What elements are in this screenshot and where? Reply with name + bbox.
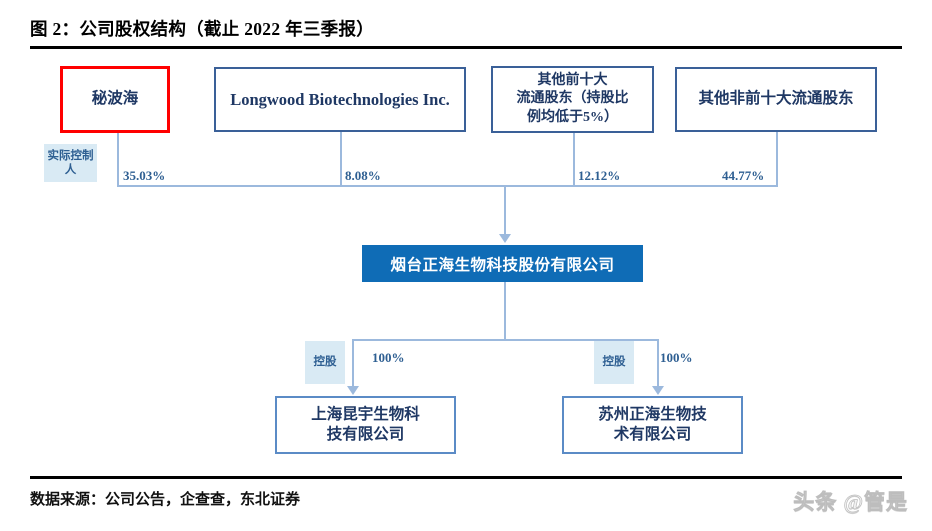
tag-holding-right-label: 控股 xyxy=(602,356,626,369)
subsidiary-left-label: 上海昆宇生物科 技有限公司 xyxy=(305,405,426,446)
subsidiary-right-line2: 术有限公司 xyxy=(613,426,692,443)
shareholder-box-owner: 秘波海 xyxy=(60,66,170,133)
shareholder-other-label: 其他非前十大流通股东 xyxy=(698,90,854,108)
arrow-down-icon-company xyxy=(499,234,511,243)
percent-other: 44.77% xyxy=(722,168,765,183)
percent-top10: 12.12% xyxy=(578,168,621,183)
shareholder-box-top10: 其他前十大 流通股东（持股比 例均低于5%） xyxy=(491,66,654,133)
connector-other-drop xyxy=(776,132,778,186)
figure-title: 图 2：公司股权结构（截止 2022 年三季报） xyxy=(30,19,375,39)
subsidiary-right-label: 苏州正海生物技 术有限公司 xyxy=(592,405,713,446)
connector-subsidiary-left-drop xyxy=(352,339,354,387)
top10-line1: 其他前十大 xyxy=(537,72,608,88)
tag-holding-left-label: 控股 xyxy=(313,356,337,369)
arrow-down-icon-subsidiary-right xyxy=(652,386,664,395)
connector-bus-to-company xyxy=(504,185,506,235)
connector-longwood-drop xyxy=(340,132,342,186)
subsidiary-left-line2: 技有限公司 xyxy=(326,426,405,443)
shareholder-top10-label: 其他前十大 流通股东（持股比 例均低于5%） xyxy=(511,72,635,127)
company-box-main: 烟台正海生物科技股份有限公司 xyxy=(362,245,643,282)
tag-actual-controller: 实际控制人 xyxy=(44,144,97,182)
footer-divider xyxy=(30,476,902,479)
company-main-label: 烟台正海生物科技股份有限公司 xyxy=(390,256,615,274)
subsidiary-right-line1: 苏州正海生物技 xyxy=(598,405,707,423)
subsidiary-box-right: 苏州正海生物技 术有限公司 xyxy=(562,396,743,454)
top10-line2: 流通股东（持股比 xyxy=(516,91,629,107)
shareholder-box-longwood: Longwood Biotechnologies Inc. xyxy=(214,67,466,132)
connector-shareholder-bus xyxy=(117,185,778,187)
arrow-down-icon-subsidiary-left xyxy=(347,386,359,395)
title-divider-top xyxy=(30,46,902,49)
tag-holding-left: 控股 xyxy=(305,341,345,384)
percent-owner: 35.03% xyxy=(123,168,166,183)
tag-holding-right: 控股 xyxy=(594,341,634,384)
percent-subsidiary-right: 100% xyxy=(660,350,693,365)
shareholder-owner-label: 秘波海 xyxy=(91,90,139,108)
connector-owner-drop xyxy=(117,133,119,186)
data-source-note: 数据来源：公司公告，企查查，东北证券 xyxy=(30,492,301,508)
shareholder-box-other: 其他非前十大流通股东 xyxy=(675,67,877,132)
percent-longwood: 8.08% xyxy=(345,168,381,183)
subsidiary-left-line1: 上海昆宇生物科 xyxy=(311,405,420,423)
subsidiary-box-left: 上海昆宇生物科 技有限公司 xyxy=(275,396,456,454)
percent-subsidiary-left: 100% xyxy=(372,350,405,365)
top10-line3: 例均低于5%） xyxy=(527,109,618,125)
watermark-label: 头条 @管是 xyxy=(793,490,908,515)
tag-actual-controller-label: 实际控制人 xyxy=(47,149,94,176)
connector-company-stem xyxy=(504,282,506,340)
connector-subsidiary-right-drop xyxy=(657,339,659,387)
shareholder-longwood-label: Longwood Biotechnologies Inc. xyxy=(230,89,450,109)
connector-top10-drop xyxy=(573,133,575,186)
connector-subsidiary-bus xyxy=(352,339,659,341)
